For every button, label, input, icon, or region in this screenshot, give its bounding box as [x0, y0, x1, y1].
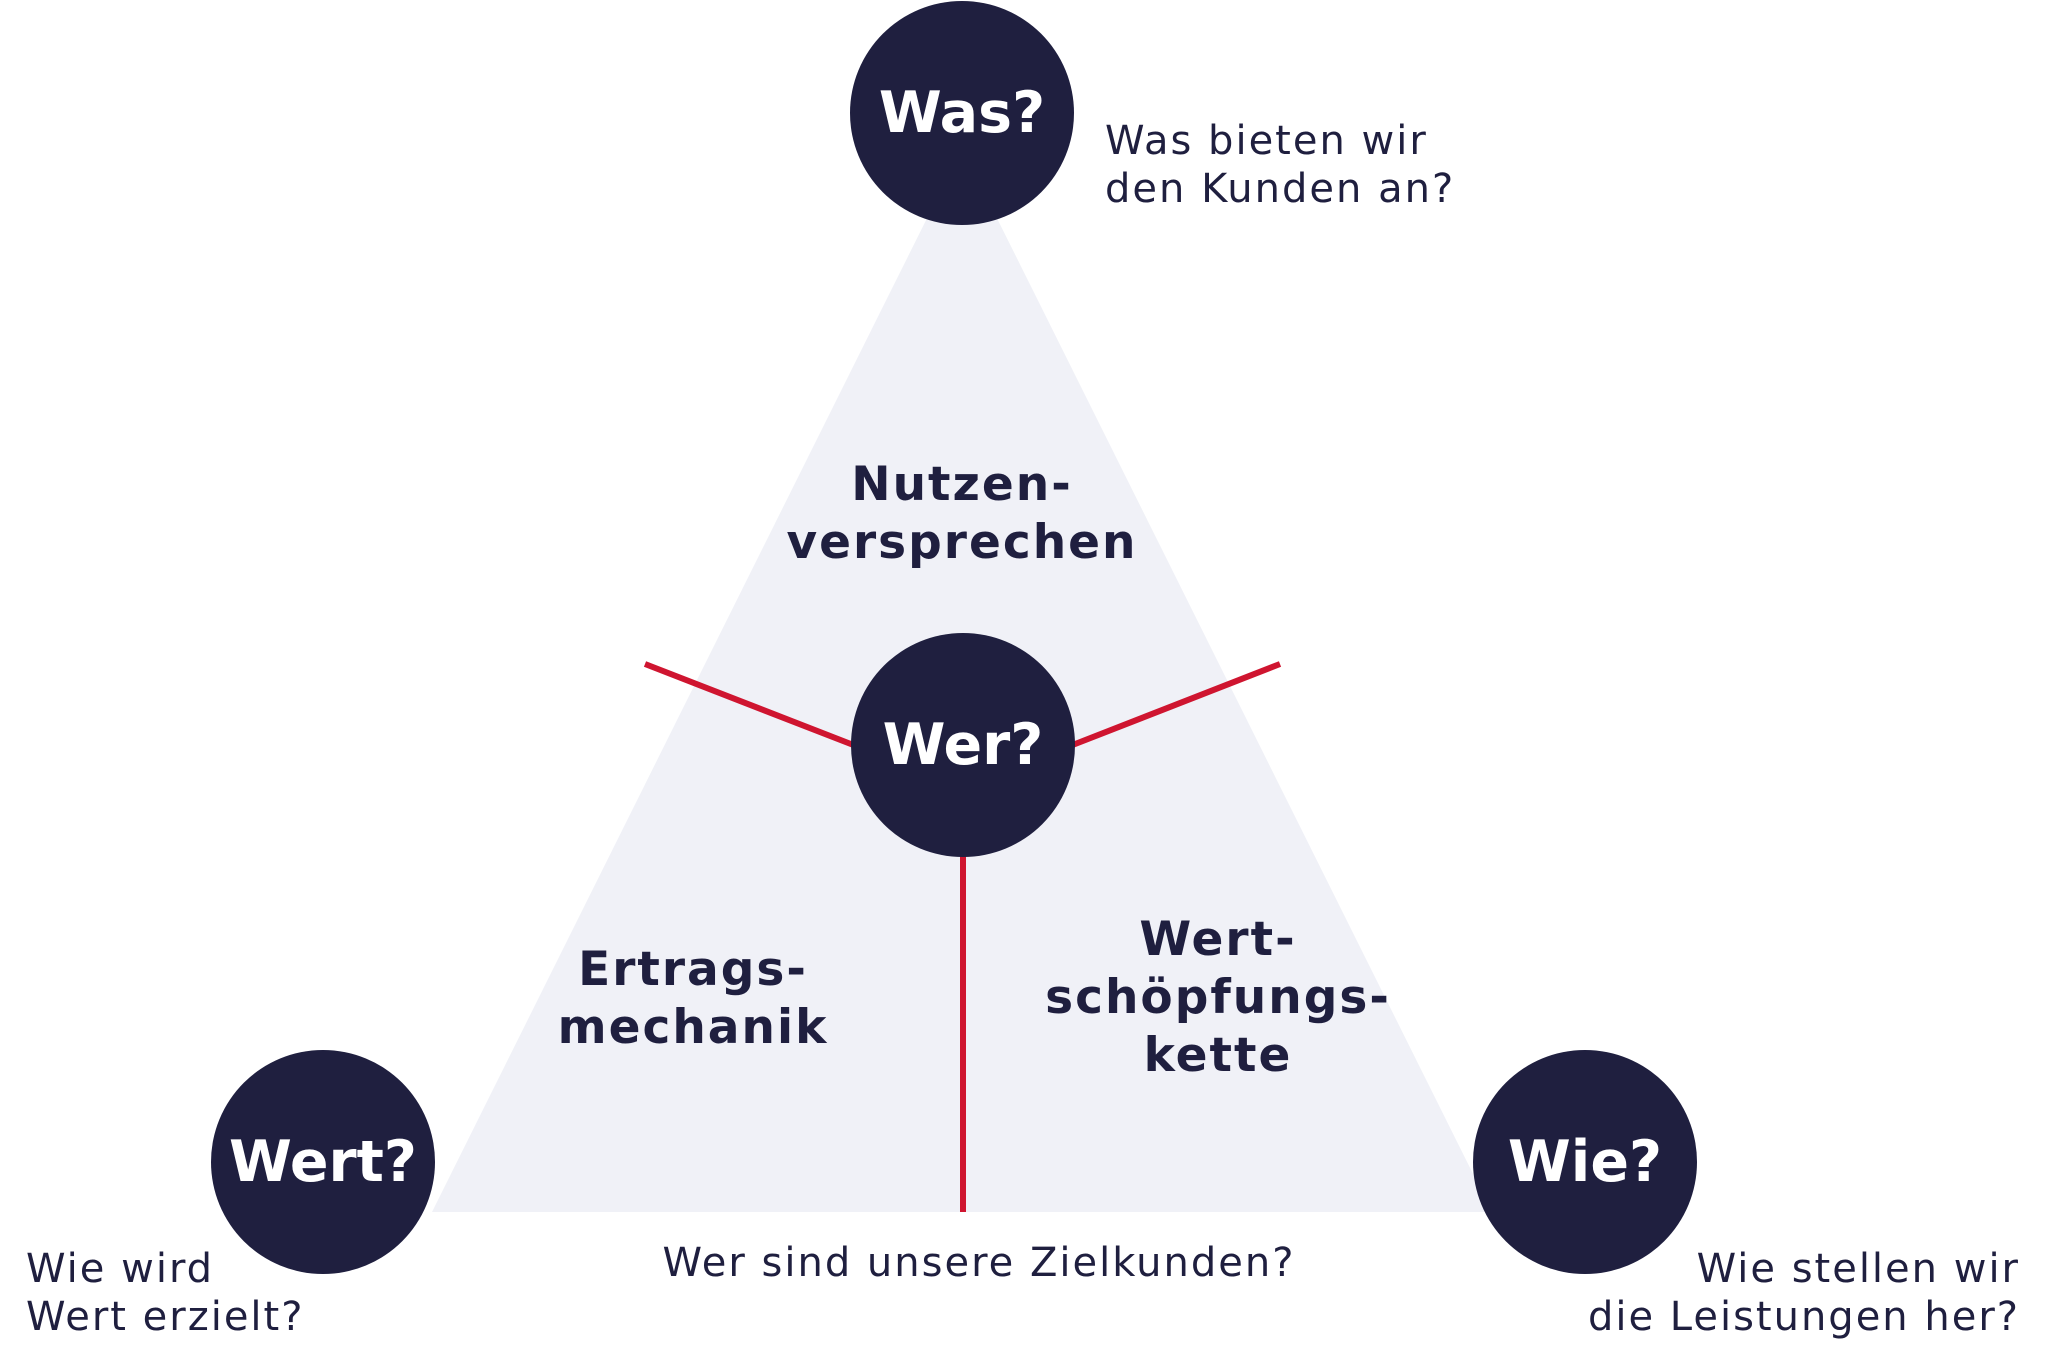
node-wer-label: Wer? [883, 712, 1044, 778]
node-wie-circle [1473, 1050, 1697, 1274]
node-wer-circle [851, 633, 1075, 857]
area-nutzenversprechen: Nutzen- versprechen [786, 457, 1137, 570]
dividers [643, 661, 1282, 1212]
node-was: Was? [850, 1, 1074, 225]
area-nutzenversprechen-line-2: versprechen [786, 515, 1137, 570]
area-ertragsmechanik-line-1: Ertrags- [578, 942, 808, 997]
node-wie: Wie? [1473, 1050, 1697, 1274]
node-was-label: Was? [879, 80, 1045, 146]
divider-right [1068, 661, 1282, 749]
area-wertschoepfungskette-line-2: schöpfungs- [1045, 970, 1391, 1025]
node-wie-label: Wie? [1508, 1129, 1662, 1195]
question-wert-line-2: Wert erzielt? [26, 1294, 304, 1340]
node-was-circle [850, 1, 1074, 225]
node-wer: Wer? [851, 633, 1075, 857]
area-wertschoepfungskette-line-1: Wert- [1139, 912, 1296, 967]
question-was-line-1: Was bieten wir [1105, 118, 1428, 164]
question-wer-line-1: Wer sind unsere Zielkunden? [663, 1240, 1296, 1286]
node-wert: Wert? [211, 1050, 435, 1274]
node-wert-circle [211, 1050, 435, 1274]
area-ertragsmechanik-line-2: mechanik [558, 1000, 829, 1055]
area-wertschoepfungskette: Wert- schöpfungs- kette [1045, 912, 1391, 1083]
question-wie-line-2: die Leistungen her? [1588, 1294, 2020, 1340]
area-wertschoepfungskette-line-3: kette [1144, 1028, 1293, 1083]
question-was: Was bieten wir den Kunden an? [1105, 118, 1455, 212]
node-wert-label: Wert? [229, 1129, 417, 1195]
question-wie: Wie stellen wir die Leistungen her? [1588, 1246, 2020, 1340]
question-wer: Wer sind unsere Zielkunden? [663, 1240, 1296, 1286]
question-wert: Wie wird Wert erzielt? [26, 1246, 304, 1340]
question-was-line-2: den Kunden an? [1105, 166, 1455, 212]
question-wert-line-1: Wie wird [26, 1246, 214, 1292]
area-ertragsmechanik: Ertrags- mechanik [558, 942, 829, 1055]
question-wie-line-1: Wie stellen wir [1697, 1246, 2020, 1292]
area-nutzenversprechen-line-1: Nutzen- [851, 457, 1072, 512]
divider-left [643, 661, 858, 749]
